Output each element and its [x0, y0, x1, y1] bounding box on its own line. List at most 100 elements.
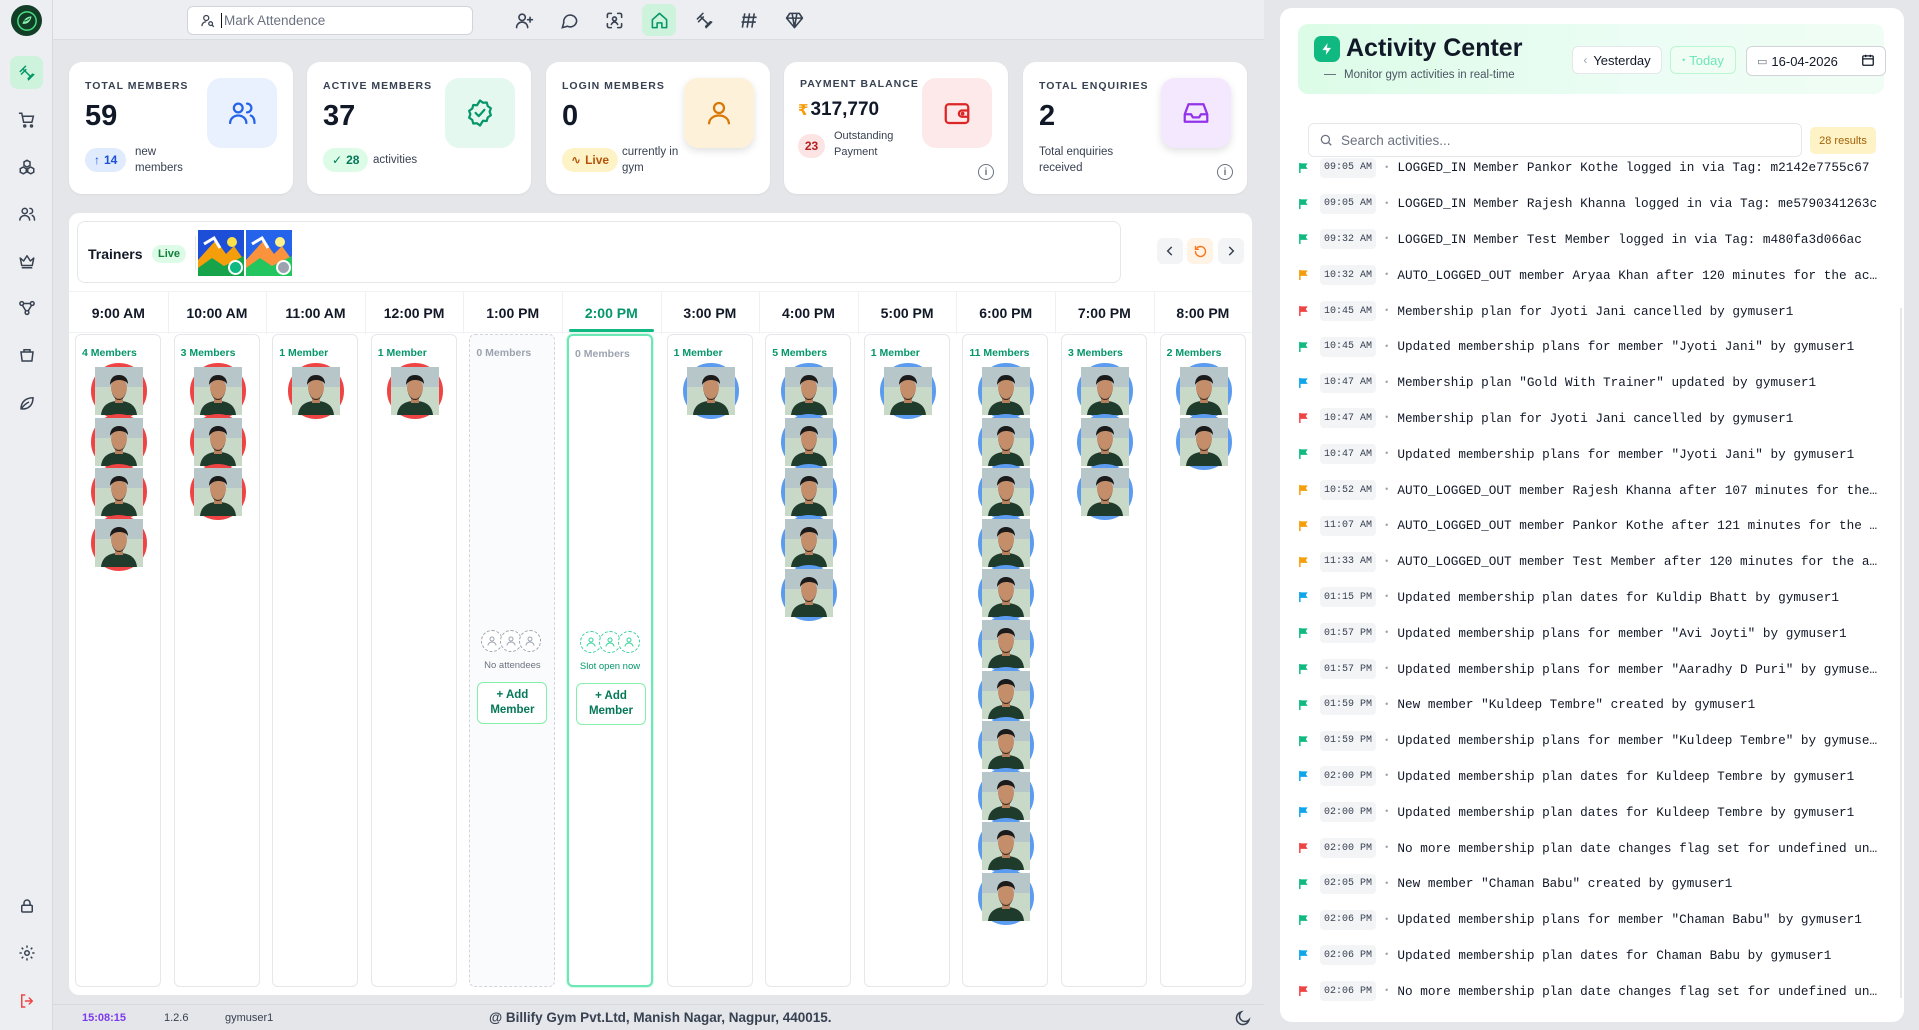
member-avatar[interactable]	[978, 464, 1035, 521]
stat-login-members[interactable]: LOGIN MEMBERS 0 ∿Live currently in gym	[546, 62, 770, 194]
activity-item[interactable]: 10:45 AM•Membership plan for Jyoti Jani …	[1294, 293, 1890, 329]
member-avatar[interactable]	[978, 565, 1035, 622]
sidebar-item-plans[interactable]	[10, 150, 43, 183]
feed-scrollbar[interactable]	[1900, 308, 1902, 998]
logout-button[interactable]	[10, 984, 43, 1017]
member-avatar[interactable]	[978, 666, 1035, 723]
calendar-icon[interactable]	[1861, 53, 1875, 67]
activity-item[interactable]: 02:05 PM•New member "Chaman Babu" create…	[1294, 866, 1890, 902]
activity-item[interactable]: 11:07 AM•AUTO_LOGGED_OUT member Pankor K…	[1294, 508, 1890, 544]
time-slot-16[interactable]: 5 Members	[765, 334, 852, 987]
settings-button[interactable]	[10, 936, 43, 969]
info-icon[interactable]: i	[978, 164, 994, 180]
member-avatar[interactable]	[1175, 363, 1232, 419]
member-avatar[interactable]	[879, 363, 936, 419]
member-avatar[interactable]	[1077, 464, 1133, 521]
brand-logo-icon[interactable]	[11, 5, 42, 36]
mark-attendance-search[interactable]	[187, 6, 473, 35]
member-avatar[interactable]	[1077, 413, 1133, 470]
member-avatar[interactable]	[781, 514, 838, 571]
time-slot-19[interactable]: 3 Members	[1061, 334, 1147, 987]
activity-item[interactable]: 10:45 AM•Updated membership plans for me…	[1294, 329, 1890, 365]
member-avatar[interactable]	[978, 869, 1035, 925]
member-avatar[interactable]	[189, 363, 246, 419]
trainer-avatar[interactable]	[246, 230, 292, 276]
activity-item[interactable]: 10:32 AM•AUTO_LOGGED_OUT member Aryaa Kh…	[1294, 257, 1890, 293]
stat-total-enquiries[interactable]: TOTAL ENQUIRIES 2 Total enquiries receiv…	[1023, 62, 1247, 194]
activity-item[interactable]: 01:57 PM•Updated membership plans for me…	[1294, 651, 1890, 687]
mark-attendance-input[interactable]	[221, 13, 461, 28]
activity-item[interactable]: 09:05 AM•LOGGED_IN Member Pankor Kothe l…	[1294, 150, 1890, 186]
add-member-button[interactable]: + Add Member	[477, 682, 548, 724]
activity-item[interactable]: 02:06 PM•Updated membership plan dates f…	[1294, 938, 1890, 974]
date-input[interactable]: ▭16-04-2026	[1746, 46, 1886, 76]
member-avatar[interactable]	[1077, 363, 1133, 419]
member-avatar[interactable]	[978, 616, 1035, 672]
activity-item[interactable]: 02:00 PM•Updated membership plan dates f…	[1294, 759, 1890, 795]
grid-button[interactable]	[732, 4, 766, 36]
member-avatar[interactable]	[91, 464, 147, 521]
activity-item[interactable]: 01:57 PM•Updated membership plans for me…	[1294, 615, 1890, 651]
time-slot-9[interactable]: 4 Members	[75, 334, 161, 987]
activity-item[interactable]: 11:33 AM•AUTO_LOGGED_OUT member Test Mem…	[1294, 544, 1890, 580]
member-avatar[interactable]	[978, 514, 1035, 571]
premium-button[interactable]	[777, 4, 811, 36]
activity-item[interactable]: 10:47 AM•Membership plan "Gold With Trai…	[1294, 365, 1890, 401]
yesterday-button[interactable]: ‹Yesterday	[1572, 46, 1662, 74]
activity-item[interactable]: 02:00 PM•No more membership plan date ch…	[1294, 830, 1890, 866]
activity-item[interactable]: 01:59 PM•Updated membership plans for me…	[1294, 723, 1890, 759]
member-avatar[interactable]	[978, 717, 1035, 774]
member-avatar[interactable]	[781, 363, 838, 419]
stat-total-members[interactable]: TOTAL MEMBERS 59 ↑14 new members	[69, 62, 293, 194]
member-avatar[interactable]	[781, 565, 838, 622]
activity-item[interactable]: 02:00 PM•Updated membership plan dates f…	[1294, 794, 1890, 830]
member-avatar[interactable]	[978, 767, 1035, 824]
member-avatar[interactable]	[781, 413, 838, 470]
sidebar-item-store[interactable]	[10, 103, 43, 136]
member-avatar[interactable]	[978, 363, 1035, 419]
sidebar-item-workflow[interactable]	[10, 291, 43, 324]
info-icon[interactable]: i	[1217, 164, 1233, 180]
time-slot-17[interactable]: 1 Member	[863, 334, 950, 987]
activity-search-input[interactable]	[1341, 132, 1781, 148]
today-button[interactable]: •Today	[1670, 46, 1736, 74]
member-avatar[interactable]	[978, 818, 1035, 875]
messages-button[interactable]	[552, 4, 586, 36]
stat-active-members[interactable]: ACTIVE MEMBERS 37 ✓28 activities	[307, 62, 531, 194]
refresh-button[interactable]	[1187, 238, 1213, 264]
workout-button[interactable]	[687, 4, 721, 36]
add-member-button[interactable]	[507, 4, 541, 36]
activity-item[interactable]: 01:59 PM•New member "Kuldeep Tembre" cre…	[1294, 687, 1890, 723]
activity-item[interactable]: 10:47 AM•Membership plan for Jyoti Jani …	[1294, 401, 1890, 437]
sidebar-item-fitness[interactable]	[10, 56, 43, 89]
home-button[interactable]	[642, 4, 676, 36]
member-avatar[interactable]	[682, 363, 739, 419]
sidebar-item-nutrition[interactable]	[10, 386, 43, 419]
member-avatar[interactable]	[1175, 413, 1232, 470]
member-avatar[interactable]	[91, 413, 147, 470]
activity-feed[interactable]: 09:05 AM•LOGGED_IN Member Pankor Kothe l…	[1294, 157, 1890, 1012]
member-avatar[interactable]	[781, 464, 838, 521]
member-avatar[interactable]	[91, 514, 147, 571]
time-slot-20[interactable]: 2 Members	[1159, 334, 1246, 987]
face-scan-button[interactable]	[597, 4, 631, 36]
time-slot-18[interactable]: 11 Members	[962, 334, 1049, 987]
member-avatar[interactable]	[189, 413, 246, 470]
time-slot-15[interactable]: 1 Member	[666, 334, 753, 987]
activity-item[interactable]: 02:06 PM•No more membership plan date ch…	[1294, 973, 1890, 1009]
prev-button[interactable]	[1157, 238, 1183, 264]
member-avatar[interactable]	[189, 464, 246, 521]
sidebar-item-members[interactable]	[10, 197, 43, 230]
member-avatar[interactable]	[91, 363, 147, 419]
time-slot-11[interactable]: 1 Member	[272, 334, 359, 987]
time-slot-10[interactable]: 3 Members	[173, 334, 260, 987]
activity-search[interactable]	[1308, 123, 1802, 157]
sidebar-item-premium[interactable]	[10, 244, 43, 277]
activity-item[interactable]: 01:15 PM•Updated membership plan dates f…	[1294, 580, 1890, 616]
add-member-button[interactable]: + Add Member	[576, 683, 646, 725]
sidebar-item-inventory[interactable]	[10, 338, 43, 371]
lock-button[interactable]	[10, 889, 43, 922]
stat-payment-balance[interactable]: PAYMENT BALANCE ₹317,770 23 Outstanding …	[784, 62, 1008, 194]
